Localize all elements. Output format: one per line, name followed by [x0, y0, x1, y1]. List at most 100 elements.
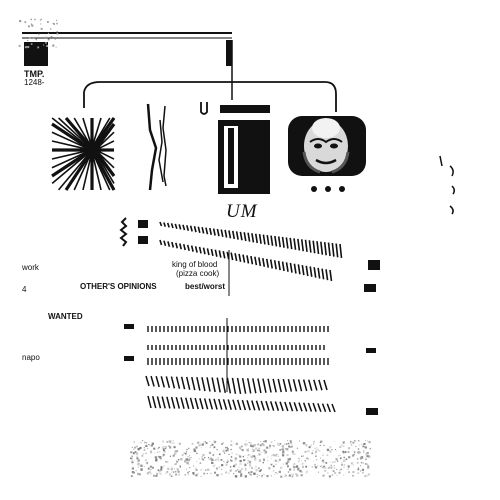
noise-speck — [244, 475, 247, 478]
noise-speck — [237, 469, 239, 471]
noise-speck — [244, 454, 246, 456]
noise-speck — [296, 474, 299, 477]
noise-speck — [145, 442, 148, 444]
noise-speck — [369, 447, 372, 450]
noise-speck — [338, 471, 341, 474]
noise-speck — [244, 464, 247, 467]
noise-speck — [316, 459, 318, 461]
marker-right-2 — [364, 284, 376, 292]
hatch-line — [202, 247, 206, 255]
noise-speck — [285, 462, 288, 465]
noise-speck — [288, 445, 291, 448]
noise-speck — [288, 471, 290, 473]
king-of-blood-label: king of blood — [172, 260, 218, 269]
noise-speck — [227, 448, 229, 450]
noise-speck — [155, 459, 158, 462]
noise-speck — [257, 449, 259, 452]
noise-speck — [284, 475, 286, 478]
noise-speck — [225, 463, 228, 466]
hatch-line — [159, 221, 163, 227]
noise-speck — [251, 455, 254, 457]
hatch-line — [218, 250, 222, 258]
noise-speck — [135, 452, 139, 456]
noise-speck — [253, 455, 256, 458]
hatch-line — [292, 379, 298, 392]
noise-speck — [333, 465, 335, 467]
noise-speck — [271, 454, 273, 457]
sunburst-ray — [82, 155, 92, 191]
hatch-line — [170, 396, 176, 409]
hatch-line — [284, 401, 289, 412]
noise-speck — [232, 465, 235, 468]
noise-speck — [225, 449, 228, 452]
noise-speck — [307, 450, 310, 453]
noise-speck — [253, 472, 256, 475]
noise-speck — [340, 468, 342, 470]
noise-speck — [328, 466, 330, 469]
noise-speck — [256, 475, 259, 478]
noise-speck — [208, 456, 210, 458]
noise-speck — [220, 459, 223, 461]
noise-speck — [159, 472, 161, 475]
noise-speck — [230, 444, 232, 446]
noise-speck — [306, 457, 310, 461]
noise-speck — [247, 471, 250, 474]
noise-speck — [217, 456, 220, 459]
noise-speck — [301, 442, 303, 444]
noise-speck — [208, 458, 210, 460]
noise-speck — [236, 459, 238, 461]
noise-speck — [230, 456, 233, 458]
noise-speck — [50, 35, 53, 38]
hatch-line — [156, 396, 162, 409]
sunburst-ray — [92, 155, 102, 191]
noise-speck — [352, 475, 354, 477]
noise-speck — [40, 18, 42, 21]
hatch-line — [297, 379, 303, 392]
hatch-line — [258, 257, 262, 267]
noise-speck — [197, 472, 199, 474]
noise-speck — [153, 447, 156, 450]
hatch-line — [312, 240, 316, 254]
sunburst-ray — [64, 116, 91, 146]
noise-speck — [260, 475, 263, 478]
noise-speck — [240, 473, 243, 476]
sunburst-ray — [82, 117, 92, 145]
noise-speck — [164, 447, 167, 450]
hatch-line — [201, 226, 205, 234]
noise-speck — [35, 38, 38, 41]
noise-speck — [150, 452, 152, 454]
hatch-line — [175, 242, 179, 249]
noise-speck — [365, 458, 367, 461]
hatch-line — [265, 400, 270, 411]
noise-speck — [291, 475, 294, 478]
noise-speck — [204, 456, 206, 459]
noise-speck — [235, 463, 237, 466]
noise-speck — [249, 464, 251, 466]
noise-speck — [244, 466, 246, 468]
noise-speck — [290, 441, 292, 444]
noise-speck — [274, 454, 277, 457]
noise-speck — [208, 458, 209, 460]
hatch-line — [267, 378, 272, 393]
noise-speck — [249, 465, 252, 468]
noise-speck — [305, 470, 308, 473]
noise-speck — [39, 19, 41, 21]
hatch-line — [186, 244, 190, 252]
hatch-line — [320, 241, 324, 255]
hatch-line — [166, 396, 171, 409]
noise-speck — [292, 465, 294, 467]
noise-speck — [149, 465, 152, 468]
noise-speck — [157, 455, 160, 458]
noise-speck — [360, 461, 363, 464]
noise-speck — [281, 448, 284, 451]
noise-speck — [292, 473, 294, 475]
noise-speck — [210, 457, 213, 460]
noise-speck — [302, 465, 305, 468]
noise-speck — [178, 473, 181, 476]
noise-speck — [263, 449, 266, 452]
hatch-line — [201, 377, 206, 392]
noise-speck — [247, 448, 249, 450]
noise-speck — [305, 465, 308, 468]
noise-speck — [170, 475, 173, 477]
